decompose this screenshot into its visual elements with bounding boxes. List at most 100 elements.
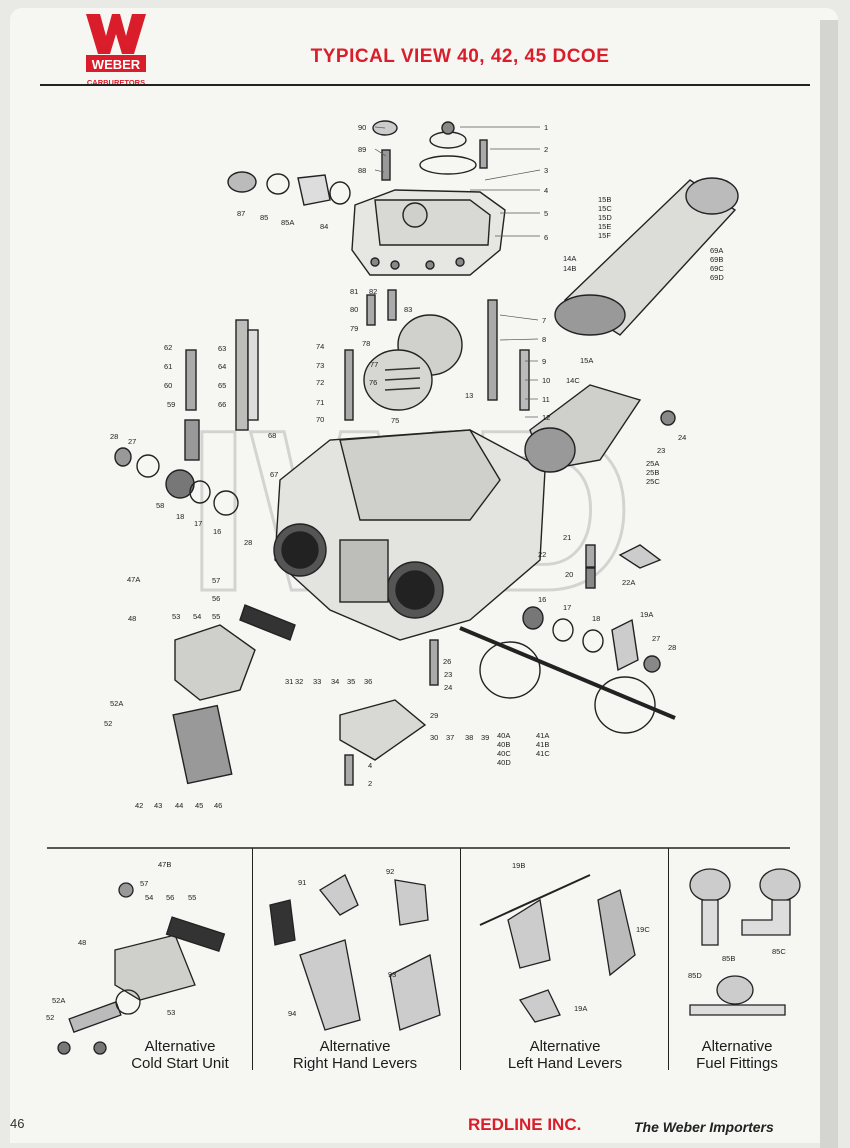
part-label: 77 bbox=[370, 360, 378, 369]
part-label: 32 bbox=[295, 677, 303, 686]
caption-line2: Left Hand Levers bbox=[507, 1055, 623, 1072]
part-label: 56 bbox=[212, 594, 220, 603]
part-label: 14A bbox=[563, 254, 576, 263]
part-label: 60 bbox=[164, 381, 172, 390]
part-label: 17 bbox=[194, 519, 202, 528]
caption-line1: Alternative bbox=[144, 1038, 216, 1055]
part-label: 89 bbox=[358, 145, 366, 154]
part-label: 70 bbox=[316, 415, 324, 424]
part-label: 27 bbox=[652, 634, 660, 643]
part-label: 28 bbox=[110, 432, 118, 441]
inset-drawings bbox=[57, 868, 801, 1055]
part-label: 69A bbox=[710, 246, 723, 255]
page-title: TYPICAL VIEW 40, 42, 45 DCOE bbox=[310, 46, 610, 67]
part-label: 18 bbox=[176, 512, 184, 521]
part-label: 85A bbox=[281, 218, 294, 227]
part-label: 40B bbox=[497, 740, 510, 749]
inset-divider-2 bbox=[460, 848, 461, 1070]
part-label: 25A bbox=[646, 459, 659, 468]
leader-line bbox=[374, 169, 385, 173]
part-label: 37 bbox=[446, 733, 454, 742]
part-label: 45 bbox=[195, 801, 203, 810]
part-label: 63 bbox=[218, 344, 226, 353]
part-label: 15E bbox=[598, 222, 611, 231]
part-label: 8 bbox=[542, 335, 546, 344]
part-label: 48 bbox=[128, 614, 136, 623]
inset-part-label: 52A bbox=[52, 996, 65, 1005]
part-label: 10 bbox=[542, 376, 550, 385]
part-label: 85 bbox=[260, 213, 268, 222]
part-label: 83 bbox=[404, 305, 412, 314]
part-label: 66 bbox=[218, 400, 226, 409]
part-label: 14C bbox=[566, 376, 580, 385]
inset-divider-1 bbox=[252, 848, 253, 1070]
part-label: 17 bbox=[563, 603, 571, 612]
part-label: 31 bbox=[285, 677, 293, 686]
part-label: 28 bbox=[668, 643, 676, 652]
part-label: 52 bbox=[104, 719, 112, 728]
part-label: 15F bbox=[598, 231, 611, 240]
part-label: 72 bbox=[316, 378, 324, 387]
caption-line2: Right Hand Levers bbox=[292, 1055, 418, 1072]
inset-part-label: 53 bbox=[167, 1008, 175, 1017]
part-label: 69C bbox=[710, 264, 724, 273]
inset-caption-right-levers: Alternative Right Hand Levers bbox=[270, 1038, 440, 1072]
part-label: 24 bbox=[678, 433, 686, 442]
inset-part-label: 85C bbox=[772, 947, 786, 956]
part-label: 41A bbox=[536, 731, 549, 740]
part-label: 30 bbox=[430, 733, 438, 742]
part-label: 9 bbox=[542, 357, 546, 366]
part-label: 68 bbox=[268, 431, 276, 440]
part-label: 90 bbox=[358, 123, 366, 132]
part-label: 65 bbox=[218, 381, 226, 390]
part-label: 6 bbox=[544, 233, 548, 242]
caption-line1: Alternative bbox=[529, 1038, 601, 1055]
part-label: 67 bbox=[270, 470, 278, 479]
carb-top-cover bbox=[227, 120, 506, 276]
header-rule bbox=[40, 84, 810, 86]
part-label: 22A bbox=[622, 578, 635, 587]
part-label: 43 bbox=[154, 801, 162, 810]
leader-line bbox=[499, 314, 539, 321]
part-label: 21 bbox=[563, 533, 571, 542]
inset-part-label: 48 bbox=[78, 938, 86, 947]
part-label: 1 bbox=[544, 123, 548, 132]
part-label: 25C bbox=[646, 477, 660, 486]
inset-part-label: 85D bbox=[688, 971, 702, 980]
leader-line bbox=[374, 148, 387, 157]
part-label: 28 bbox=[244, 538, 252, 547]
page-number: 46 bbox=[10, 1116, 25, 1131]
part-label: 41C bbox=[536, 749, 550, 758]
part-label: 15B bbox=[598, 195, 611, 204]
part-label: 15A bbox=[580, 356, 593, 365]
inset-part-label: 19A bbox=[574, 1004, 587, 1013]
part-label: 57 bbox=[212, 576, 220, 585]
part-label: 62 bbox=[164, 343, 172, 352]
part-label: 52A bbox=[110, 699, 123, 708]
part-label: 15D bbox=[598, 213, 612, 222]
part-label: 88 bbox=[358, 166, 366, 175]
part-label: 75 bbox=[391, 416, 399, 425]
leader-line bbox=[499, 338, 539, 341]
part-label: 84 bbox=[320, 222, 328, 231]
inset-part-label: 55 bbox=[188, 893, 196, 902]
leader-line bbox=[484, 169, 541, 181]
part-label: 41B bbox=[536, 740, 549, 749]
part-label: 79 bbox=[350, 324, 358, 333]
part-label: 40A bbox=[497, 731, 510, 740]
part-label: 3 bbox=[544, 166, 548, 175]
part-label: 20 bbox=[565, 570, 573, 579]
part-label: 76 bbox=[369, 378, 377, 387]
inset-part-label: 94 bbox=[288, 1009, 296, 1018]
inset-caption-left-levers: Alternative Left Hand Levers bbox=[480, 1038, 650, 1072]
caption-line2: Fuel Fittings bbox=[696, 1055, 778, 1072]
inset-part-label: 57 bbox=[140, 879, 148, 888]
inset-part-label: 47B bbox=[158, 860, 171, 869]
logo-sub: CARBURETORS bbox=[87, 78, 145, 87]
part-label: 4 bbox=[544, 186, 548, 195]
part-label: 40D bbox=[497, 758, 511, 767]
leader-lines bbox=[374, 126, 541, 418]
part-label: 2 bbox=[544, 145, 548, 154]
part-label: 39 bbox=[481, 733, 489, 742]
